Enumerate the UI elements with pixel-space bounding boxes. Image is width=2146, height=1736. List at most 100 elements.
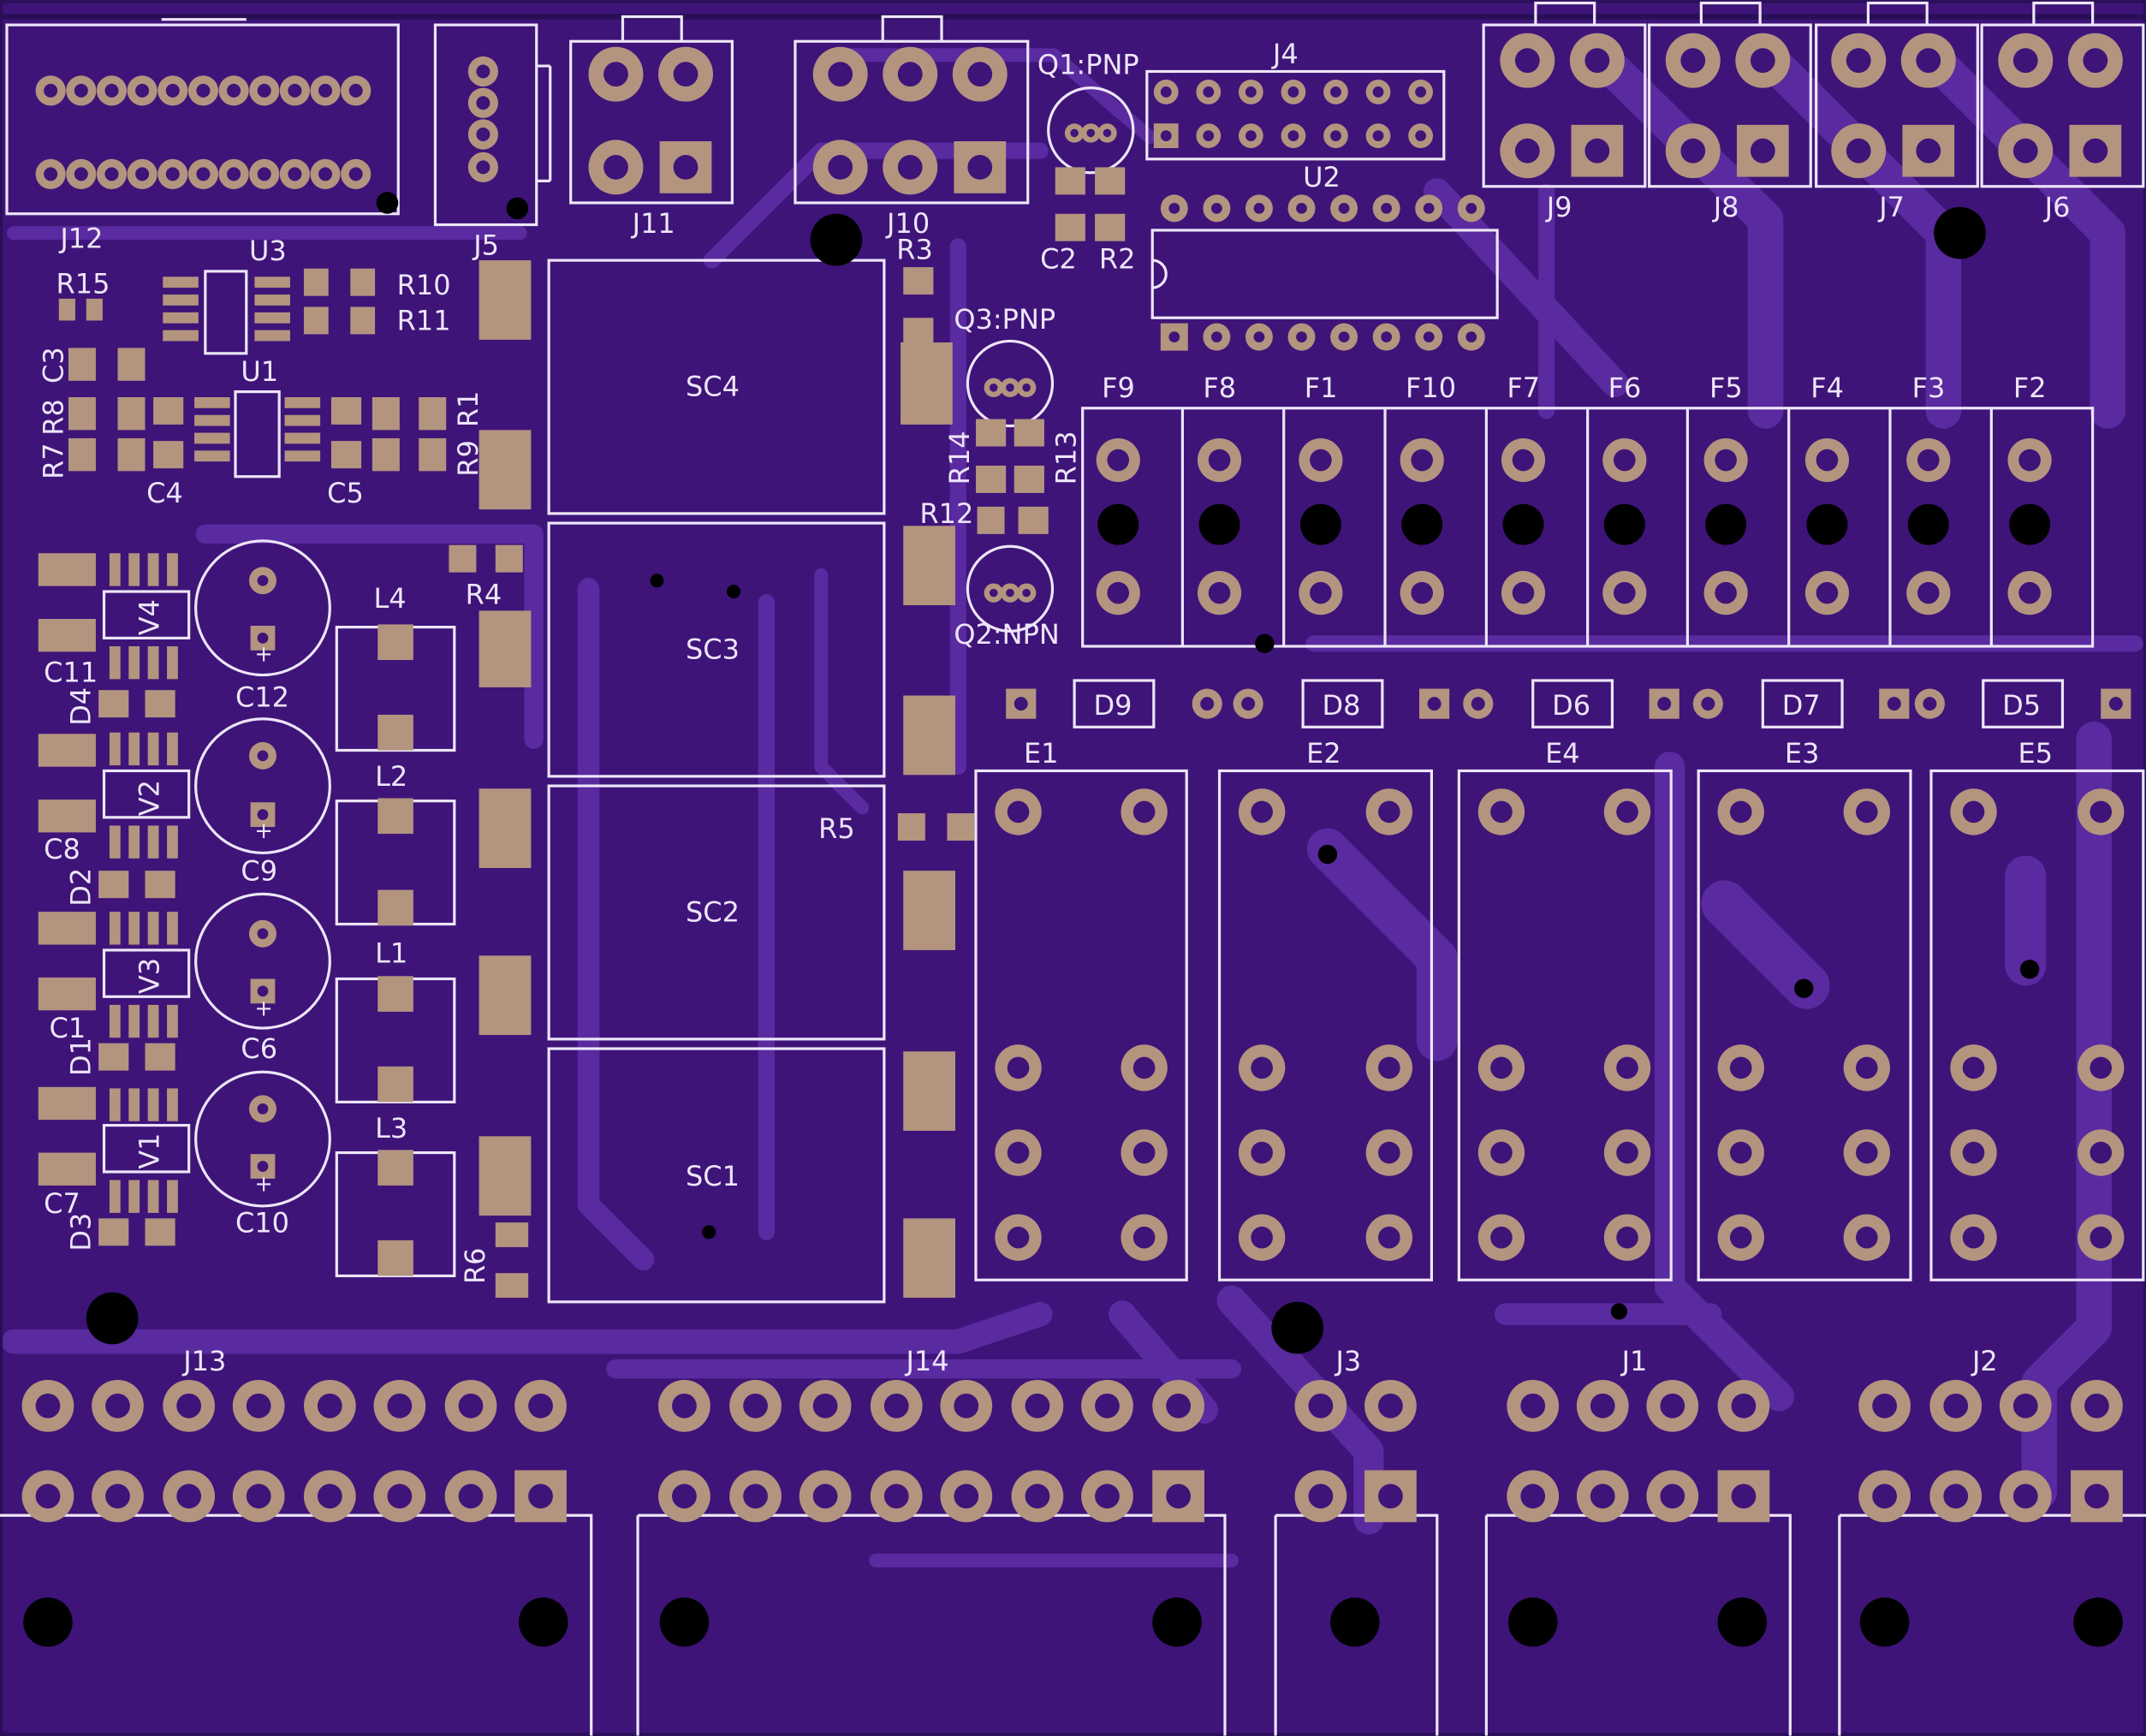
label-c6: C6	[241, 1032, 277, 1065]
cap-pin	[250, 978, 276, 1004]
u2-pin	[1287, 194, 1316, 223]
u2-pin	[1203, 323, 1231, 351]
cap-pin	[248, 567, 276, 595]
fuse-label: F6	[1608, 372, 1642, 404]
label-sc2: SC2	[686, 895, 740, 928]
j5-pin	[467, 119, 498, 150]
connector-pin	[1011, 1379, 1064, 1432]
j4-pin	[1196, 123, 1222, 149]
transistor-pin	[1000, 583, 1020, 603]
plus-mark: +	[254, 642, 272, 668]
connector-pin	[1152, 1379, 1204, 1432]
relay-pin	[1950, 788, 1997, 835]
label-c2: C2	[1040, 243, 1077, 276]
j4-pin	[1153, 80, 1179, 104]
j12-pin	[35, 75, 66, 106]
j11-pin	[658, 46, 714, 102]
relay-pin	[995, 788, 1042, 835]
terminal-pin	[1735, 33, 1791, 88]
plus-mark: +	[254, 1171, 272, 1197]
fuse-pin	[1197, 437, 1242, 483]
label-v4: V4	[133, 599, 165, 635]
label-j9: J9	[1545, 191, 1572, 223]
label-c10: C10	[235, 1206, 289, 1239]
j4-pin	[1153, 123, 1179, 149]
relay-pin	[1238, 1214, 1286, 1261]
connector-pin	[92, 1470, 144, 1523]
terminal-pin	[1571, 124, 1624, 177]
connector-pin	[1717, 1379, 1770, 1432]
fuse-label: F2	[2013, 372, 2047, 404]
fuse-pin	[1906, 571, 1951, 615]
label-d5: D5	[2002, 689, 2041, 722]
relay-pin	[1717, 1129, 1764, 1176]
j12-pin	[158, 75, 188, 106]
terminal-pin	[1902, 124, 1955, 177]
connector-pin	[514, 1470, 567, 1523]
label-j6: J6	[2043, 191, 2071, 223]
connector-pin	[373, 1379, 426, 1432]
u2-pin	[1330, 194, 1358, 223]
label-j7: J7	[1877, 191, 1905, 223]
label-d3: D3	[65, 1213, 98, 1251]
transistor-pin	[1016, 583, 1037, 603]
j12-pin	[279, 75, 310, 106]
terminal-pin	[1900, 33, 1956, 88]
j4-pin	[1238, 80, 1263, 104]
connector-pin	[1507, 1470, 1560, 1523]
terminal-pin	[2069, 124, 2122, 177]
label-v2: V2	[133, 780, 165, 816]
terminal-pin	[1831, 33, 1887, 88]
connector-pin	[799, 1379, 852, 1432]
through-hole-pads	[21, 33, 2131, 1523]
diode-pin	[1879, 688, 1910, 719]
label-j14: J14	[904, 1345, 948, 1377]
label-j4: J4	[1271, 38, 1299, 70]
connector-pin	[1999, 1470, 2052, 1523]
diode-pin	[1692, 688, 1723, 719]
fuse-label: F9	[1102, 372, 1135, 404]
j12-pin	[66, 75, 97, 106]
connector-pin	[21, 1379, 74, 1432]
label-j13: J13	[181, 1345, 226, 1377]
fuse-label: F10	[1406, 372, 1456, 404]
fuse-drill	[1603, 503, 1645, 545]
relay-pin	[2078, 1129, 2125, 1176]
label-d9: D9	[1093, 689, 1132, 722]
connector-pin	[1858, 1379, 1911, 1432]
relay-pin	[1121, 1214, 1168, 1261]
terminal-pin	[1569, 33, 1625, 88]
j11-pin	[588, 140, 644, 195]
label-r1: R1	[452, 391, 484, 428]
transistor-pin	[984, 378, 1003, 397]
fuse-pin	[1602, 571, 1647, 615]
relay-pin	[1365, 1214, 1413, 1261]
plus-mark: +	[254, 996, 272, 1022]
fuse-pin	[1501, 437, 1546, 483]
fuse-label: F7	[1507, 372, 1540, 404]
fuse-drill	[1907, 503, 1949, 545]
diode-pin	[1649, 688, 1679, 719]
connector-pin	[940, 1470, 993, 1523]
label-u2: U2	[1303, 161, 1341, 193]
relay-pin	[1238, 1129, 1286, 1176]
fuse-drill	[1502, 503, 1544, 545]
diode-pin	[1914, 688, 1945, 719]
diode-pin	[1192, 688, 1222, 719]
j12-pin	[341, 158, 372, 189]
diode-pin	[2101, 688, 2131, 719]
connector-pin	[1646, 1470, 1699, 1523]
fuse-pin	[1804, 571, 1850, 615]
relay-pin	[995, 1129, 1042, 1176]
j5-pin	[467, 152, 498, 182]
relay-pin	[2078, 1044, 2125, 1091]
label-c4: C4	[146, 477, 183, 509]
smd-pads	[38, 167, 1126, 1299]
connector-pin	[940, 1379, 993, 1432]
fuse-label: F8	[1203, 372, 1236, 404]
label-r5: R5	[818, 812, 855, 845]
relay-pin	[1121, 1044, 1168, 1091]
u2-pin	[1457, 194, 1485, 223]
polarity-marks: ++++	[254, 642, 272, 1198]
